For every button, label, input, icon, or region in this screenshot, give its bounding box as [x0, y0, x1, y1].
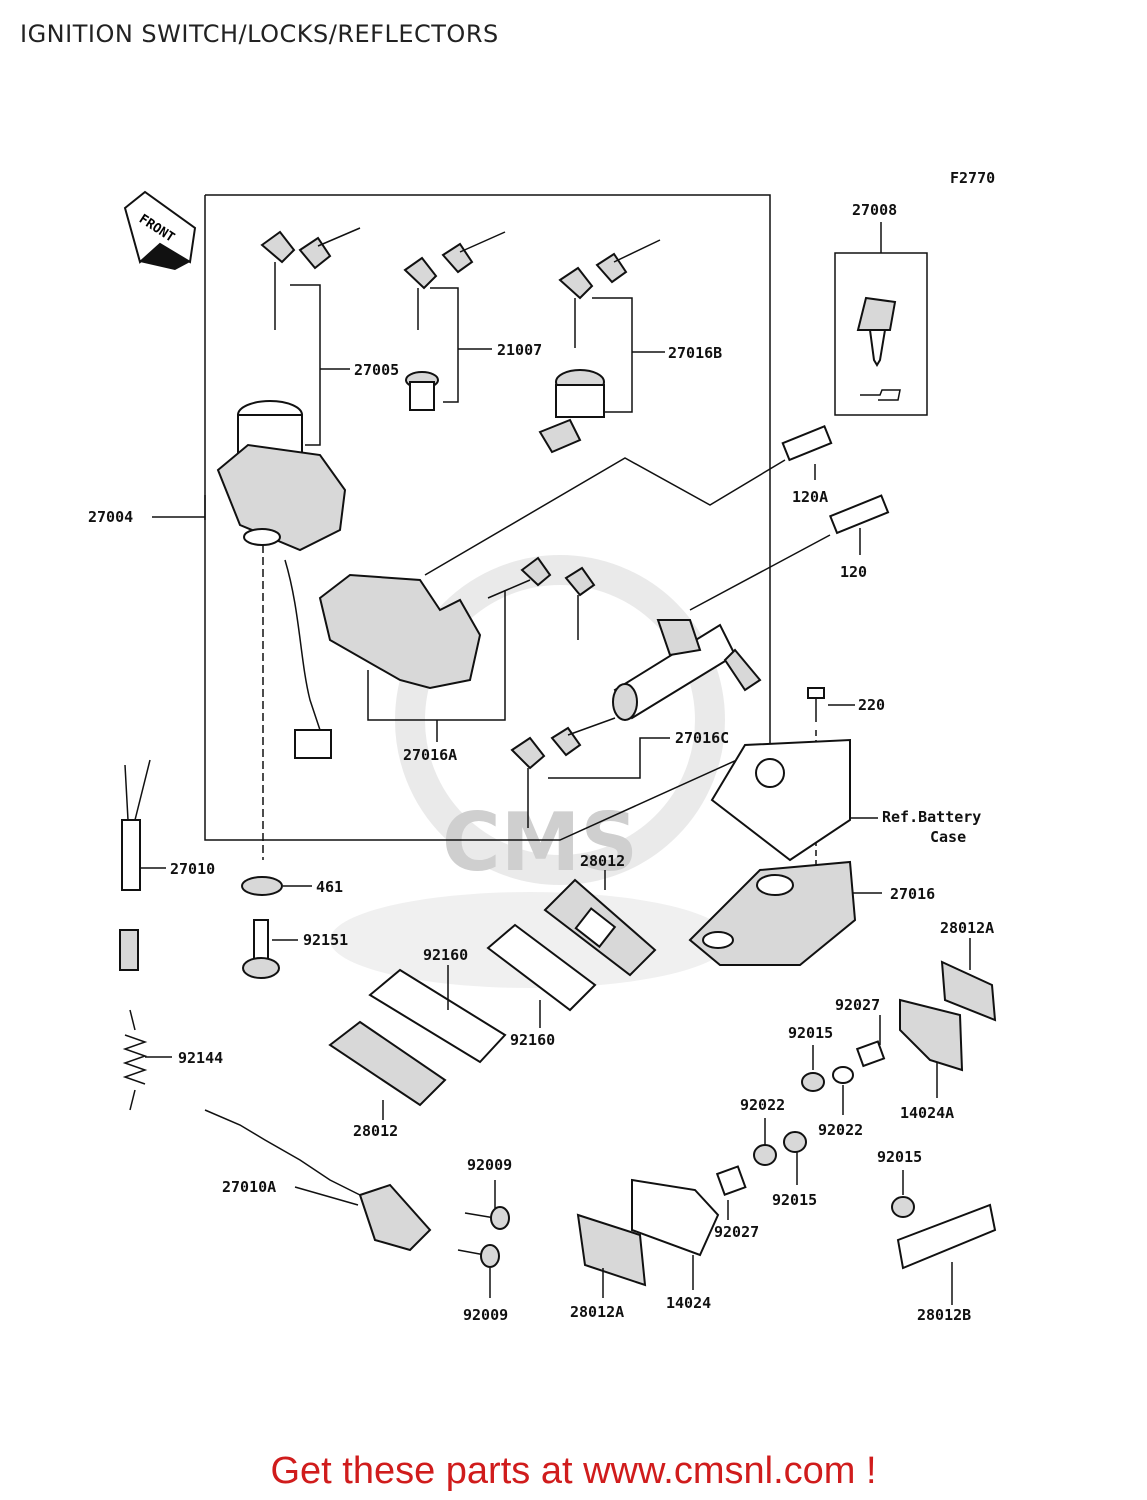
nut-92015-top-icon — [801, 1072, 825, 1092]
gasket-92160-b-icon — [486, 923, 597, 1012]
part-label-27016c[interactable]: 27016C — [675, 729, 729, 747]
part-label-92160-b[interactable]: 92160 — [510, 1031, 555, 1049]
part-label-21007[interactable]: 21007 — [497, 341, 542, 359]
brake-switch-27010a-icon — [204, 1109, 432, 1252]
bracket-14024a-icon — [899, 998, 964, 1072]
footer-shop-link[interactable]: Get these parts at www.cmsnl.com ! — [270, 1450, 877, 1492]
part-label-92160-a[interactable]: 92160 — [423, 946, 468, 964]
battery-case-plate-icon — [710, 738, 851, 862]
ignition-switch-icon — [216, 400, 347, 759]
lock-bracket-icon — [688, 860, 857, 966]
part-label-27008[interactable]: 27008 — [852, 201, 897, 219]
nut-92015-mid-icon — [783, 1131, 807, 1153]
bolt-120-icon — [828, 494, 890, 535]
collar-92027-top-icon — [855, 1040, 886, 1068]
reflector-28012a-top-icon — [940, 960, 997, 1022]
lock-housing-icon — [318, 573, 482, 690]
bracket-14024-icon — [631, 1178, 720, 1257]
part-label-92009-top[interactable]: 92009 — [467, 1156, 512, 1174]
parts-diagram: CMS F2770 FRONT — [88, 169, 997, 1324]
part-label-92022-right[interactable]: 92022 — [818, 1121, 863, 1139]
reflector-28012b-icon — [896, 1203, 997, 1270]
ref-battery-case-label: Case — [930, 828, 966, 846]
part-label-92027-top[interactable]: 92027 — [835, 996, 880, 1014]
part-label-461[interactable]: 461 — [316, 878, 343, 896]
part-label-92151[interactable]: 92151 — [303, 931, 348, 949]
part-label-92144[interactable]: 92144 — [178, 1049, 223, 1067]
nut-92015-right-icon — [891, 1196, 915, 1218]
screw-220-icon — [807, 687, 825, 722]
part-label-28012b[interactable]: 28012B — [917, 1306, 971, 1324]
key-set-21007-icon — [403, 231, 506, 330]
reflector-28012-top-icon — [543, 878, 657, 977]
assembly-outline — [204, 194, 771, 841]
part-label-92027-bottom[interactable]: 92027 — [714, 1223, 759, 1241]
bolt-92151-icon — [242, 919, 280, 979]
part-label-28012a-top[interactable]: 28012A — [940, 919, 994, 937]
part-label-27010a[interactable]: 27010A — [222, 1178, 276, 1196]
helmet-lock-icon — [538, 369, 605, 454]
screw-92009-bottom-icon — [457, 1244, 500, 1268]
key-blank-icon — [856, 296, 901, 401]
front-arrow-icon: FRONT — [123, 190, 197, 270]
ref-battery-label: Ref.Battery — [882, 808, 981, 826]
washer-92022-right-icon — [832, 1066, 854, 1084]
key-set-27016a-icon — [487, 556, 596, 640]
bolt-120a-icon — [781, 425, 833, 462]
part-label-92015-mid[interactable]: 92015 — [772, 1191, 817, 1209]
part-label-14024a[interactable]: 14024A — [900, 1104, 954, 1122]
part-label-27004[interactable]: 27004 — [88, 508, 133, 526]
part-label-14024[interactable]: 14024 — [666, 1294, 711, 1312]
part-label-28012a-bottom[interactable]: 28012A — [570, 1303, 624, 1321]
sensor-wire-27010-icon — [119, 759, 151, 971]
part-label-220[interactable]: 220 — [858, 696, 885, 714]
lock-tube-icon — [612, 619, 762, 721]
gasket-92160-a-icon — [368, 968, 507, 1064]
part-label-27016a[interactable]: 27016A — [403, 746, 457, 764]
part-label-120[interactable]: 120 — [840, 563, 867, 581]
watermark-text: CMS — [442, 796, 638, 889]
spring-92144-icon — [122, 1009, 148, 1111]
figure-code: F2770 — [950, 169, 995, 187]
part-label-28012-bottom[interactable]: 28012 — [353, 1122, 398, 1140]
part-label-92022-left[interactable]: 92022 — [740, 1096, 785, 1114]
part-label-27010[interactable]: 27010 — [170, 860, 215, 878]
reflector-28012-bottom-icon — [328, 1020, 447, 1107]
part-label-27016b[interactable]: 27016B — [668, 344, 722, 362]
part-label-92015-right[interactable]: 92015 — [877, 1148, 922, 1166]
key-set-27016c-icon — [510, 717, 616, 828]
part-label-27005[interactable]: 27005 — [354, 361, 399, 379]
part-label-28012-top[interactable]: 28012 — [580, 852, 625, 870]
screw-92009-top-icon — [464, 1206, 510, 1230]
collar-92027-bottom-icon — [715, 1165, 747, 1196]
part-label-27016[interactable]: 27016 — [890, 885, 935, 903]
part-label-120a[interactable]: 120A — [792, 488, 828, 506]
key-set-27016b-icon — [558, 239, 661, 348]
key-set-27005-icon — [260, 227, 361, 330]
washer-461-icon — [241, 876, 283, 896]
page-title: IGNITION SWITCH/LOCKS/REFLECTORS — [20, 20, 499, 48]
part-label-92015-top[interactable]: 92015 — [788, 1024, 833, 1042]
reflector-28012a-bottom-icon — [576, 1213, 647, 1287]
seat-lock-cylinder-icon — [405, 371, 439, 411]
part-label-92009-bottom[interactable]: 92009 — [463, 1306, 508, 1324]
washer-92022-left-icon — [753, 1144, 777, 1166]
